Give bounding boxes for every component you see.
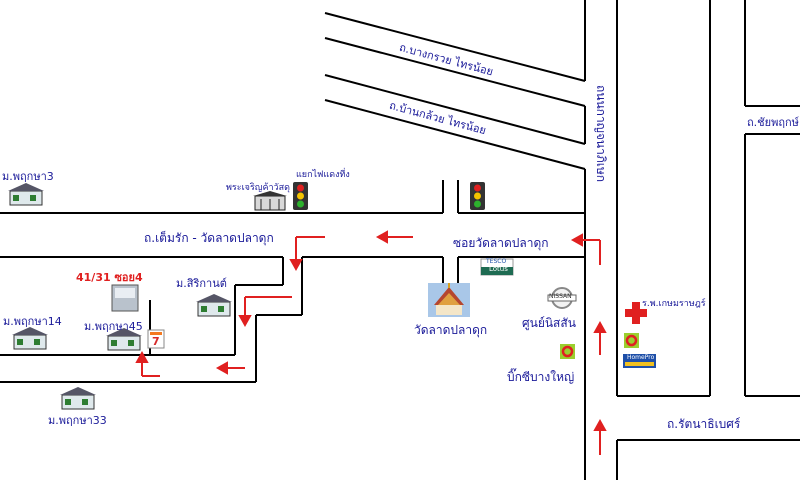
road-label-soi-watladpladuk: ซอยวัดลาดปลาดุก xyxy=(453,236,549,250)
shop-icon xyxy=(253,191,287,211)
arrow-turn-soi xyxy=(570,233,601,265)
tesco-text: TESCO xyxy=(486,258,507,265)
house-icon xyxy=(60,387,96,410)
lotus-text: Lotus xyxy=(489,265,508,273)
place-pharoen: พระเจริญค้าวัสดุ xyxy=(226,183,290,193)
temple-icon xyxy=(428,283,470,317)
arrow-left-2 xyxy=(215,361,245,375)
house-icon xyxy=(8,183,44,206)
road-label-rattanathibet: ถ.รัตนาธิเบศร์ xyxy=(667,417,741,431)
place-phruksa45: ม.พฤกษา45 xyxy=(84,320,143,333)
place-phruksa33: ม.พฤกษา33 xyxy=(48,414,107,427)
place-address: 41/31 ซอย4 xyxy=(76,271,143,284)
arrow-left-temrak-1 xyxy=(375,230,413,244)
bigc-logo xyxy=(624,333,639,348)
arrow-left-3 xyxy=(135,350,160,377)
route-arrows xyxy=(135,230,607,455)
place-bigc: บิ๊กซีบางใหญ่ xyxy=(507,370,575,384)
place-hospital: ร.พ.เกษมราษฎร์ xyxy=(642,299,706,309)
house-icon xyxy=(106,328,142,351)
arrow-down-1 xyxy=(238,296,292,328)
house-icon xyxy=(196,294,232,317)
road-label-chaiyaphruek: ถ.ชัยพฤกษ์ xyxy=(747,116,799,129)
place-nissan: ศูนย์นิสสัน xyxy=(522,316,576,330)
homepro-text: HomePro xyxy=(627,354,655,361)
tesco-lotus-logo xyxy=(480,258,514,276)
place-traffic-light-label: แยกไฟแดงที่ง xyxy=(296,170,350,180)
arrow-up-kanchana-1 xyxy=(593,320,607,355)
arrow-left-temrak-2 xyxy=(289,236,325,272)
traffic-light-icon xyxy=(470,182,485,210)
place-phruksa3: ม.พฤกษา3 xyxy=(2,170,54,183)
house-icon xyxy=(12,327,48,350)
place-sirikan: ม.สิริกานต์ xyxy=(176,277,227,290)
homepro-logo xyxy=(623,354,656,368)
place-wat-ladpladuk: วัดลาดปลาดุก xyxy=(414,323,488,337)
traffic-light-icon xyxy=(293,182,308,210)
arrow-up-rattanathibet xyxy=(593,418,607,455)
nissan-logo xyxy=(547,287,577,309)
svg-text:7: 7 xyxy=(152,335,160,348)
nissan-text: NISSAN xyxy=(549,293,572,300)
bigc-logo xyxy=(560,344,575,359)
seven-eleven-icon: 7 xyxy=(147,329,165,349)
road-label-kanchanaphisek: ถนนกาญจนาภิเษก xyxy=(594,85,608,183)
hospital-cross-icon xyxy=(625,302,647,324)
road-label-temrak: ถ.เต็มรัก - วัดลาดปลาดุก xyxy=(144,231,274,245)
building-icon xyxy=(111,284,139,312)
place-phruksa14: ม.พฤกษา14 xyxy=(3,315,62,328)
